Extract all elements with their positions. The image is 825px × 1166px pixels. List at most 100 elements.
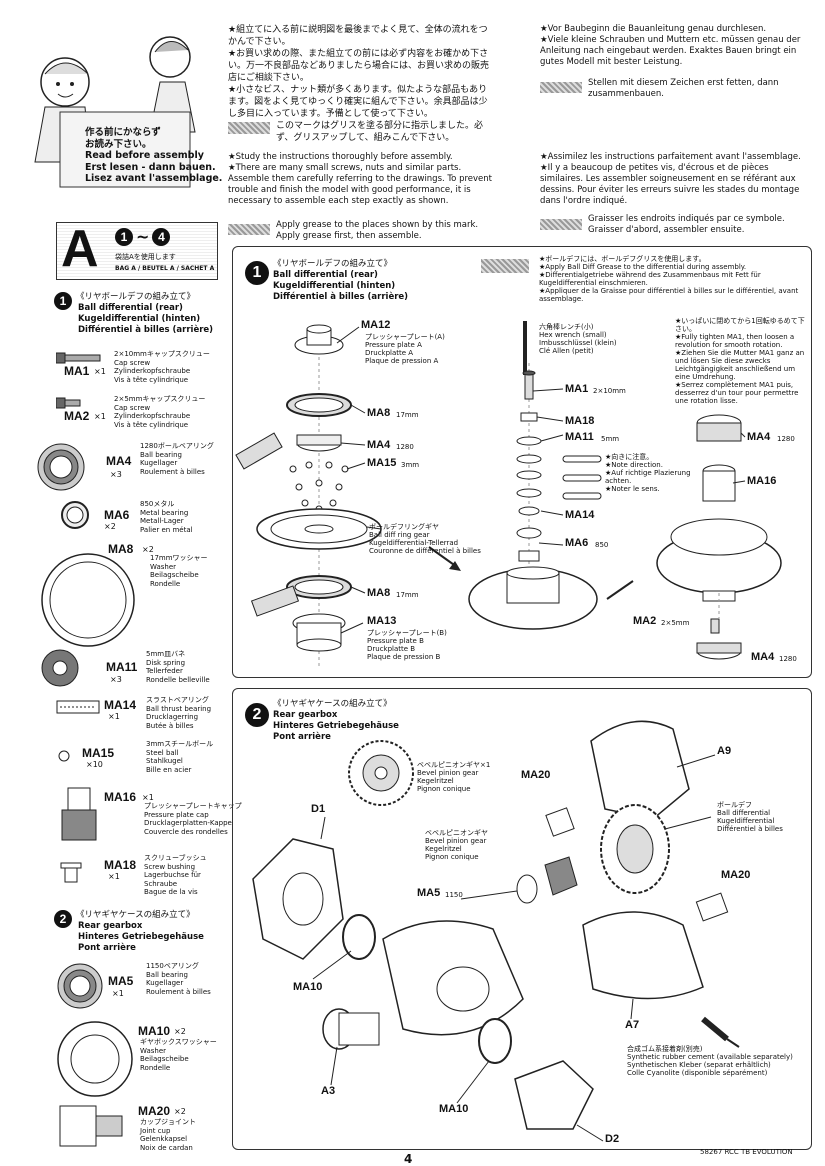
label-ma11-size: 5mm [601,435,620,443]
washer-icon [41,553,135,647]
part-qty: ×1 [108,712,120,721]
joint-cup-icon [59,1105,123,1147]
part-ma6: MA6 ×2 850メタル Metal bearing Metall-Lager… [60,500,240,536]
label-ma4-upper-size: 1280 [396,443,414,451]
jp-grease-note: このマークはグリスを塗る部分に指示しました。必ず、グリスアップして、組みこんで下… [276,121,484,143]
label-ma1-size: 2×10mm [593,387,626,395]
label-ma5-size: 1150 [445,891,463,899]
label-cement-note: 合成ゴム系接着剤(別売) Synthetic rubber cement (av… [627,1045,793,1077]
part-code: MA10 [138,1024,171,1038]
de-grease-note: Stellen mit diesem Zeichen erst fetten, … [588,78,779,99]
label-ma6-size: 850 [595,541,609,549]
label-ma20-left: MA20 [521,769,551,781]
part-desc: 2×5mmキャップスクリュー Cap screw Zylinderkopfsch… [114,395,206,429]
part-desc: 850メタル Metal bearing Metall-Lager Palier… [140,500,193,534]
part-ma18: MA18 ×1 スクリューブッシュ Screw bushing Lagerbuc… [60,854,250,904]
ball-bearing-icon [37,443,85,491]
range-separator: ~ [136,227,150,246]
thrust-bearing-icon [56,700,100,714]
part-desc: スラストベアリング Ball thrust bearing Drucklager… [146,696,212,730]
part-qty: ×2 [104,522,116,531]
part-desc: 2×10mmキャップスクリュー Cap screw Zylinderkopfsc… [114,350,210,384]
label-a9: A9 [717,745,732,757]
label-d2: D2 [605,1133,620,1145]
label-ma4-lower: MA4 [751,651,775,663]
steel-ball-icon [58,750,70,762]
part-ma20: MA20 ×2 カップジョイント Joint cup Gelenkkapsel … [56,1100,246,1156]
step-number: 1 [245,261,269,285]
part-desc: 3mmスチールボール Steel ball Stahlkugel Bille e… [146,740,214,774]
manual-code: 58267 RCC TB EVOLUTION [700,1148,793,1156]
label-ma16: MA16 [747,475,777,487]
label-ma5: MA5 [417,887,441,899]
step1-diagram: 1 《リヤボールデフの組み立て》 Ball differential (rear… [232,246,812,678]
part-ma11: MA11 ×3 5mm皿バネ Disk spring Tellerfeder R… [40,648,240,688]
part-ma8: MA8 ×2 17mmワッシャー Washer Beilagscheibe Ro… [40,542,240,647]
screw-bushing-icon [60,862,82,883]
grease-note: ★ボールデフには、ボールデフグリスを使用します。 ★Apply Ball Dif… [539,255,799,303]
grease-mark-icon [540,82,582,93]
step-title-jp: 《リヤボールデフの組み立て》 [273,259,393,269]
part-ma5: MA5 ×1 1150ベアリング Ball bearing Kugellager… [56,962,246,1012]
label-ma2: MA2 [633,615,657,627]
step-title-de: Hinteres Getriebegehäuse [273,721,399,731]
part-ma1: MA1 ×1 2×10mmキャップスクリュー Cap screw Zylinde… [56,350,236,384]
part-qty: ×1 [94,412,106,421]
bag-range: 1 ~ 4 [115,227,171,246]
step-title-jp: 《リヤギヤケースの組み立て》 [273,699,392,709]
part-desc: スクリューブッシュ Screw bushing Lagerbuchse für … [144,854,207,896]
label-ma12: MA12 [361,319,391,331]
de-instructions: ★Vor Baubeginn die Bauanleitung genau du… [540,24,801,67]
bag-jp: 袋詰Aを使用します [115,253,176,261]
gearbox-exploded-drawing [252,720,740,1142]
label-ma6: MA6 [565,537,589,549]
part-code: MA5 [108,974,134,988]
step-title-en: Ball differential (rear) [273,270,378,280]
part-desc: 5mm皿バネ Disk spring Tellerfeder Rondelle … [146,650,210,684]
part-qty: ×2 [174,1107,186,1116]
grease-mark-icon [228,122,270,134]
part-code: MA20 [138,1104,171,1118]
part-code: MA16 [104,790,137,804]
fr-instructions: ★Assimilez les instructions parfaitement… [540,152,801,206]
step-title-fr: Pont arrière [273,732,331,742]
label-tighten-note: ★いっぱいに閉めてから1回転ゆるめて下さい。 ★Fully tighten MA… [675,317,805,405]
label-ma14: MA14 [565,509,595,521]
label-ma12-desc: プレッシャープレート(A) Pressure plate A Druckplat… [365,333,445,365]
bag-letter: A [61,220,99,278]
part-qty: ×2 [174,1027,186,1036]
ball-bearing-icon [57,963,103,1009]
part-code: MA11 [106,660,138,674]
label-ma13-desc: プレッシャープレート(B) Pressure plate B Druckplat… [367,629,447,661]
part-ma4: MA4 ×3 1280ボールベアリング Ball bearing Kugella… [36,442,236,492]
part-ma15: MA15 ×10 3mmスチールボール Steel ball Stahlkuge… [56,740,246,780]
label-ma18: MA18 [565,415,595,427]
label-ma4-lower-size: 1280 [779,655,797,663]
jp-instructions: ★組立てに入る前に説明図を最後までよく見て、全体の流れをつかんで下さい。 ★お買… [228,25,490,119]
grease-mark-icon [540,219,582,230]
label-bevel-pinion-2: ベベルピニオンギヤ Bevel pinion gear Kegelritzel … [425,829,488,861]
bag-a-box: A 1 ~ 4 袋詰Aを使用します BAG A / BEUTEL A / SAC… [56,220,218,280]
part-code: MA2 [64,409,90,423]
label-direction-note: ★向きに注意。 ★Note direction. ★Auf richtige P… [605,453,691,493]
step-range-to: 4 [152,227,171,246]
step-title-fr: Différentiel à billes (arrière) [273,292,409,302]
part-code: MA8 [108,542,134,556]
step-title-de: Hinteres Getriebegehäuse [78,932,204,942]
part-code: MA15 [82,746,115,760]
label-ma15: MA15 [367,457,397,469]
step-title-jp: 《リヤボールデフの組み立て》 [76,292,196,302]
part-desc: カップジョイント Joint cup Gelenkkapsel Noix de … [140,1118,196,1152]
part-desc: 17mmワッシャー Washer Beilagscheibe Rondelle [150,554,208,588]
bag-label: BAG A / BEUTEL A / SACHET A [115,265,215,272]
step-title-fr: Différentiel à billes (arrière) [78,325,214,335]
label-d1: D1 [311,803,326,815]
step-title-en: Rear gearbox [273,710,338,720]
step-range-from: 1 [115,227,133,246]
part-ma16: MA16 ×1 プレッシャープレートキャップ Pressure plate ca… [60,786,250,846]
label-ma8-lower: MA8 [367,587,391,599]
label-ma11: MA11 [565,431,594,443]
part-ma10: MA10 ×2 ギヤボックスワッシャー Washer Beilagscheibe… [56,1020,246,1098]
step2-diagram: 2 《リヤギヤケースの組み立て》 Rear gearbox Hinteres G… [232,688,812,1150]
label-ring-gear: ボールデフリングギヤ Ball diff ring gear Kugeldiff… [369,523,481,555]
